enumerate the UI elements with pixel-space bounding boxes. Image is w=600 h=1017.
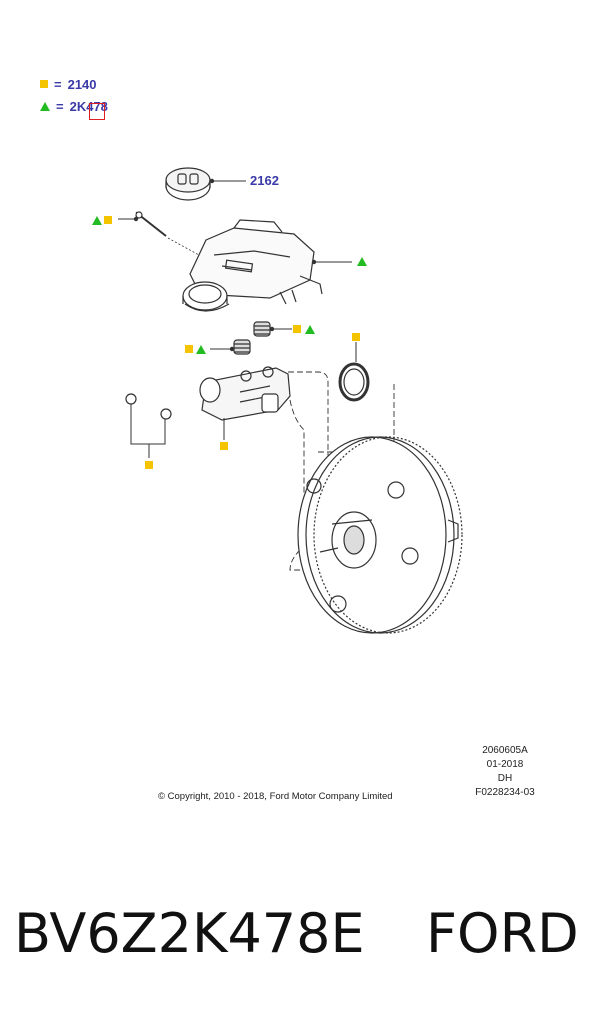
legend-row-2140: = 2140 <box>40 76 97 92</box>
o-ring-seal <box>338 362 370 402</box>
grommet-lower <box>233 339 251 355</box>
highlight-box <box>89 103 105 120</box>
grommet-upper <box>253 321 271 337</box>
callout-markers <box>92 216 367 469</box>
yellow-square-icon <box>40 80 48 88</box>
copyright-notice: © Copyright, 2010 - 2018, Ford Motor Com… <box>158 791 393 802</box>
part-number: BV6Z2K478E <box>14 902 365 965</box>
legend-equals: = <box>56 98 64 114</box>
master-cylinder <box>199 366 291 421</box>
legend-equals: = <box>54 76 62 92</box>
legend-code: 2K478 <box>69 98 108 114</box>
illustration-initials: DH <box>497 773 513 784</box>
illustration-id: 2060605A <box>482 745 528 756</box>
illustration-date: 01-2018 <box>486 759 524 770</box>
illustration-meta: 2060605A 01-2018 DH F0228234-03 <box>460 744 550 800</box>
brand-name: FORD <box>426 902 579 965</box>
legend-row-2k478: = 2K478 <box>40 98 108 114</box>
brake-master-cylinder-diagram <box>92 167 463 634</box>
reservoir-cap <box>165 167 211 201</box>
callout-reservoir-cap: 2162 <box>250 173 279 188</box>
retaining-pin <box>135 211 167 237</box>
fluid-reservoir <box>182 219 323 312</box>
figure-id: F0228234-03 <box>475 787 535 798</box>
green-triangle-icon <box>40 101 50 111</box>
brake-booster <box>297 436 463 634</box>
legend-code: 2140 <box>67 76 97 92</box>
